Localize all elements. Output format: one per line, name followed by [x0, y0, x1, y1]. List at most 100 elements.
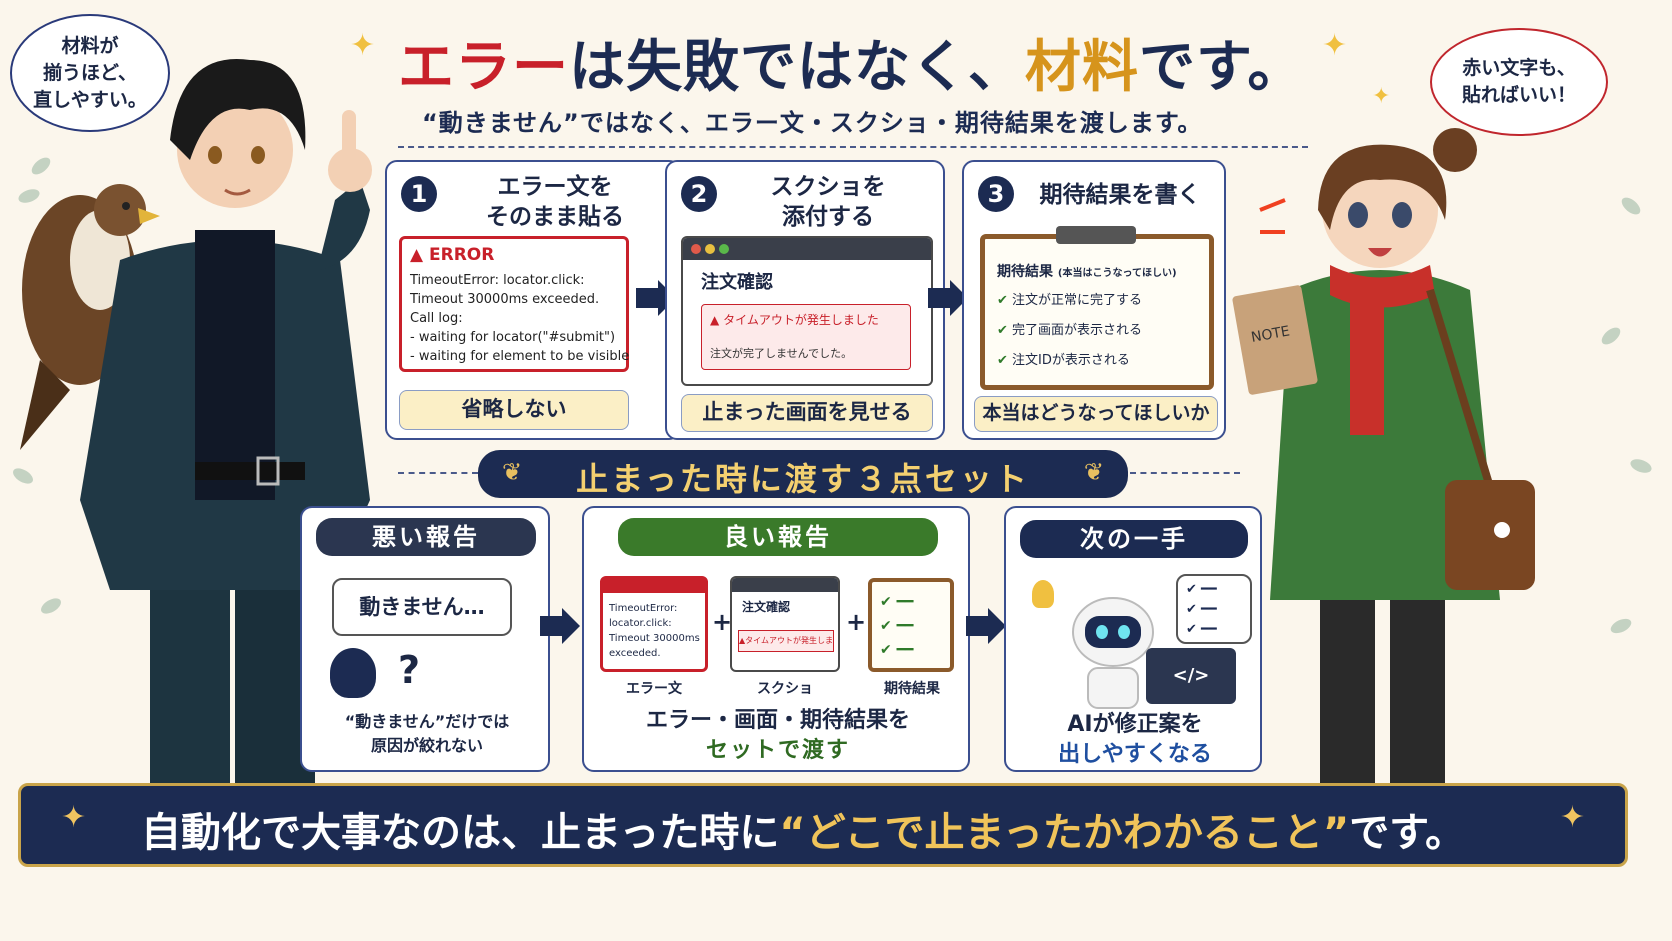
- footer-banner: ✦ 自動化で大事なのは、止まった時に“どこで止まったかわかること”です。 ✦: [18, 783, 1628, 867]
- checklist-bubble: ✔ ━━ ✔ ━━ ✔ ━━: [1176, 574, 1252, 644]
- sparkle-icon: ✦: [1559, 800, 1585, 835]
- step-pill: 省略しない: [399, 390, 629, 430]
- check-icon: ✔ ━━: [1186, 602, 1217, 617]
- step-pill: 本当はどうなってほしいか: [974, 396, 1218, 432]
- set-banner-text: 止まった時に渡す３点セット: [576, 460, 1030, 498]
- mini-error-bar: [603, 579, 705, 593]
- footer-part: 自動化で大事なのは、止まった時に: [141, 810, 780, 856]
- window-titlebar: [732, 578, 838, 592]
- divider: [398, 472, 478, 474]
- sparkle-icon: ✦: [61, 800, 87, 835]
- code-icon: </>: [1172, 665, 1210, 686]
- check-icon: ✔: [997, 353, 1008, 368]
- step-card-3: 3 期待結果を書く 期待結果 (本当はこうなってほしい) ✔ 注文が正常に完了す…: [962, 160, 1226, 440]
- laurel-icon: ❦: [502, 458, 523, 486]
- error-head-label: ERROR: [429, 245, 495, 265]
- window-titlebar: [683, 238, 931, 260]
- check-icon: ✔ ━━: [880, 618, 914, 634]
- page-subtitle: “動きません”ではなく、エラー文・スクショ・期待結果を渡します。: [422, 109, 1203, 137]
- caption-line: 原因が絞れない: [370, 736, 483, 755]
- title-part: 材料: [1025, 35, 1139, 100]
- mini-error-line: TimeoutError:: [609, 603, 678, 614]
- error-message-box: ▲ ERROR TimeoutError: locator.click: Tim…: [399, 236, 629, 372]
- bad-speech-text: 動きません…: [359, 595, 485, 619]
- bad-report-card: 悪い報告 動きません… ? “動きません”だけでは 原因が絞れない: [300, 506, 550, 772]
- caption-line: エラー・画面・期待結果を: [645, 708, 910, 733]
- step-title: エラー文を そのまま貼る: [447, 172, 663, 232]
- window-dot: [705, 244, 715, 254]
- alert-note: 注文が完了しませんでした。: [710, 347, 853, 360]
- sparkle-icon: ✦: [1322, 28, 1348, 63]
- warning-icon: ▲: [710, 313, 720, 327]
- warning-icon: ▲: [739, 636, 746, 645]
- good-report-card: 良い報告 TimeoutError: locator.click: Timeou…: [582, 506, 970, 772]
- check-icon: ✔ ━━: [880, 642, 914, 658]
- man-character-illustration: [20, 59, 372, 790]
- mini-alert: ▲タイムアウトが発生しました: [738, 630, 834, 652]
- mini-label: エラー文: [626, 681, 682, 697]
- error-line: TimeoutError: locator.click:: [410, 273, 585, 288]
- alert-line: ▲ タイムアウトが発生しました: [710, 311, 879, 328]
- mini-alert-text: タイムアウトが発生しました: [745, 636, 833, 645]
- error-header: ▲ ERROR: [410, 245, 494, 265]
- bubble-line: 揃うほど、: [42, 61, 138, 84]
- mini-error-line: exceeded.: [609, 648, 661, 659]
- error-line: - waiting for locator("#submit"): [410, 330, 616, 345]
- step-title-line: 添付する: [782, 204, 874, 230]
- title-part: です。: [1139, 35, 1305, 100]
- leaf-decoration: [1598, 324, 1624, 348]
- check-item: ✔ 注文が正常に完了する: [997, 289, 1142, 308]
- next-step-card: 次の一手 ✔ ━━ ✔ ━━ ✔ ━━ </> AIが修正案を 出しやすくなる: [1004, 506, 1262, 772]
- step-title: スクショを 添付する: [723, 172, 933, 232]
- window-dot: [719, 244, 729, 254]
- check-item: ✔ 完了画面が表示される: [997, 319, 1142, 338]
- arrow-right-icon: [540, 608, 580, 644]
- error-lines: TimeoutError: locator.click: Timeout 300…: [410, 271, 629, 366]
- caption-line: セットで渡す: [705, 738, 850, 763]
- check-item: ✔ 注文IDが表示される: [997, 349, 1130, 368]
- arrow-right-icon: [966, 608, 1006, 644]
- mini-error-line: Timeout 30000ms: [609, 633, 700, 644]
- good-report-tag: 良い報告: [618, 518, 938, 556]
- check-icon: ✔ ━━: [1186, 622, 1217, 637]
- window-dot: [691, 244, 701, 254]
- check-icon: ✔ ━━: [1186, 582, 1217, 597]
- caption-line: AIが修正案を: [1067, 712, 1203, 737]
- set-banner: ❦ 止まった時に渡す３点セット ❦: [478, 450, 1128, 498]
- step-title-line: エラー文を: [497, 174, 613, 200]
- woman-character-illustration: NOTE: [1232, 128, 1535, 790]
- step-card-1: 1 エラー文を そのまま貼る ▲ ERROR TimeoutError: loc…: [385, 160, 681, 440]
- clipboard-clip: [1056, 226, 1136, 244]
- title-part: エラー: [398, 35, 569, 100]
- mini-label: スクショ: [757, 681, 813, 697]
- next-caption: AIが修正案を 出しやすくなる: [1006, 710, 1264, 770]
- plus-sign: +: [846, 608, 867, 636]
- bubble-line: 貼ればいい！: [1461, 84, 1576, 106]
- check-icon: ✔: [997, 323, 1008, 338]
- step-number: 2: [681, 176, 717, 212]
- footer-part: です。: [1349, 810, 1466, 856]
- step-card-2: 2 スクショを 添付する 注文確認 ▲ タイムアウトが発生しました 注文が完了し…: [665, 160, 945, 440]
- caption-line: 出しやすくなる: [1058, 742, 1212, 767]
- check-icon: ✔ ━━: [880, 594, 914, 610]
- leaf-decoration: [1618, 194, 1644, 218]
- mini-error-lines: TimeoutError: locator.click: Timeout 300…: [609, 601, 700, 661]
- alert-box: ▲ タイムアウトが発生しました 注文が完了しませんでした。: [701, 304, 911, 370]
- sparkle-icon: ✦: [1372, 84, 1391, 109]
- check-text: 注文IDが表示される: [1012, 353, 1130, 368]
- step-pill: 止まった画面を見せる: [681, 394, 933, 432]
- clipboard-title: 期待結果: [997, 264, 1053, 280]
- bad-caption: “動きません”だけでは 原因が絞れない: [302, 710, 552, 758]
- bubble-line: 赤い文字も、: [1462, 57, 1576, 79]
- step-title: 期待結果を書く: [1039, 182, 1201, 208]
- speech-bubble-right: 赤い文字も、 貼ればいい！: [1430, 28, 1608, 136]
- caption-line: “動きません”だけでは: [344, 712, 510, 731]
- divider: [1130, 472, 1240, 474]
- lightbulb-icon: [1032, 580, 1054, 608]
- plus-sign: +: [712, 608, 733, 636]
- error-line: - waiting for element to be visible: [410, 349, 630, 364]
- speech-box: 動きません…: [332, 578, 512, 636]
- title-part: は失敗ではなく、: [569, 35, 1025, 100]
- mini-shot-title: 注文確認: [742, 600, 791, 614]
- bubble-line: 直しやすい。: [33, 88, 147, 111]
